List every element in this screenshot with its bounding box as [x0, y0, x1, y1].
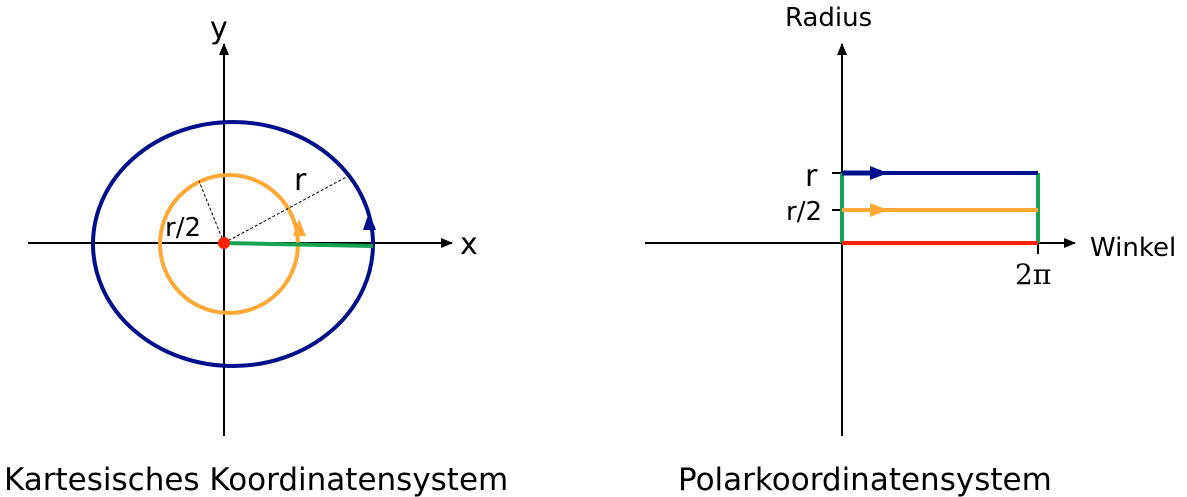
y-axis-label: y [210, 11, 228, 46]
tick-two-pi-label: 2π [1015, 258, 1051, 291]
polar-diagram: Radius Winkel r r/2 2π Polarkoordinatens… [645, 3, 1176, 497]
origin-dot [218, 237, 230, 249]
radius-guide-line [223, 174, 351, 244]
tick-half-r-label: r/2 [786, 197, 822, 227]
cartesian-diagram: x y r r/2 Kartesisches Koordinatensystem [4, 11, 508, 497]
radius-segment [223, 241, 374, 248]
cartesian-caption: Kartesisches Koordinatensystem [4, 462, 508, 497]
inner-circle-direction-arrow [293, 219, 306, 236]
inner-line-arrow-head [870, 203, 888, 217]
angle-axis-label: Winkel [1090, 233, 1176, 263]
radius-label: r [294, 163, 307, 198]
x-axis-label: x [460, 227, 478, 262]
outer-line-arrow-head [870, 166, 888, 180]
tick-r-label: r [805, 159, 818, 194]
half-radius-guide-line [198, 180, 225, 244]
outer-circle-direction-arrow [363, 212, 376, 230]
radius-axis-label: Radius [785, 3, 872, 33]
half-radius-label: r/2 [165, 213, 201, 243]
polar-caption: Polarkoordinatensystem [678, 462, 1052, 497]
